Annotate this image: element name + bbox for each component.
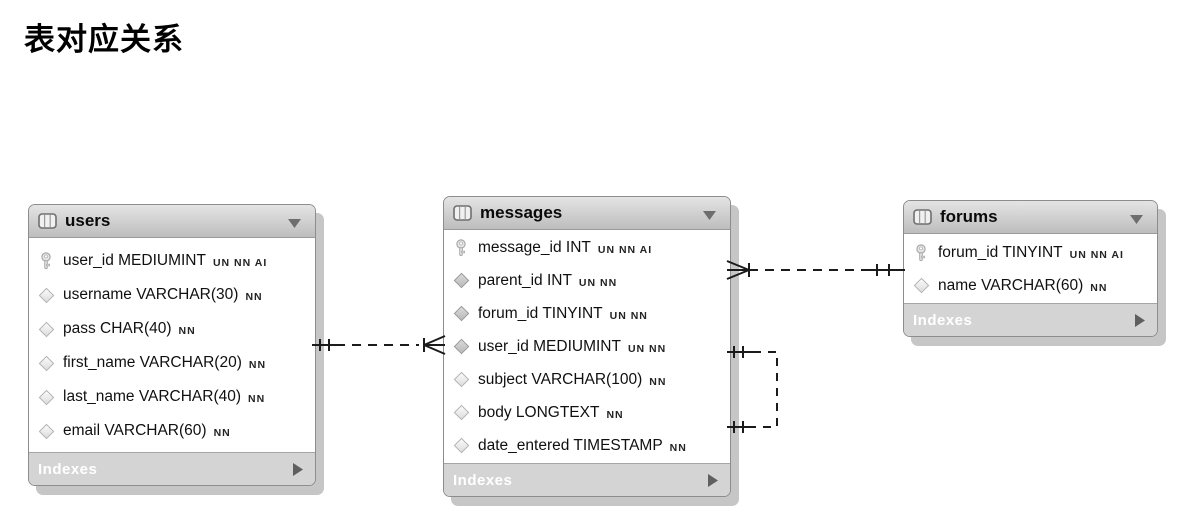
table-users-header: users [29, 205, 315, 238]
collapse-triangle-icon[interactable] [1130, 212, 1143, 230]
table-forums: forums forum_id TINYINT UN NN AI name VA… [903, 200, 1158, 337]
column-flags: NN [213, 427, 231, 439]
column-flags: NN [178, 325, 196, 337]
column-row: first_name VARCHAR(20) NN [29, 346, 315, 380]
primary-key-icon [452, 238, 470, 257]
column-flags: NN [1090, 281, 1108, 294]
foreign-key-diamond-icon [452, 338, 470, 355]
column-diamond-icon [452, 437, 470, 454]
table-messages: messages message_id INT UN NN AI parent_… [443, 196, 731, 497]
column-row: pass CHAR(40) NN [29, 312, 315, 346]
page-title: 表对应关系 [24, 22, 184, 57]
column-diamond-icon [37, 287, 55, 303]
indexes-label: Indexes [38, 460, 98, 478]
column-name: user_id MEDIUMINT [478, 337, 621, 355]
table-icon [453, 205, 472, 221]
relationship-messages-self [727, 346, 778, 433]
table-users: users user_id MEDIUMINT UN NN AI usernam… [28, 204, 316, 486]
column-row: body LONGTEXT NN [444, 396, 730, 429]
column-row: parent_id INT UN NN [444, 264, 730, 297]
column-flags: NN [669, 441, 687, 454]
column-row: user_id MEDIUMINT UN NN AI [29, 244, 315, 278]
column-name: body LONGTEXT [478, 403, 600, 421]
column-name: forum_id TINYINT [938, 243, 1063, 261]
column-name: first_name VARCHAR(20) [63, 354, 242, 371]
column-row: date_entered TIMESTAMP NN [444, 429, 730, 462]
column-name: forum_id TINYINT [478, 304, 603, 322]
column-name: message_id INT [478, 238, 591, 256]
indexes-label: Indexes [453, 471, 513, 489]
column-diamond-icon [37, 355, 55, 371]
column-flags: NN [606, 408, 624, 421]
relationship-users-messages [312, 335, 446, 355]
column-row: last_name VARCHAR(40) NN [29, 380, 315, 414]
column-diamond-icon [37, 423, 55, 439]
column-diamond-icon [452, 404, 470, 421]
column-flags: UN NN [627, 342, 667, 355]
primary-key-icon [37, 252, 55, 270]
indexes-section[interactable]: Indexes [29, 452, 315, 485]
column-flags: NN [248, 393, 266, 405]
column-diamond-icon [912, 277, 930, 294]
table-icon [913, 209, 932, 225]
column-name: subject VARCHAR(100) [478, 370, 643, 388]
column-flags: UN NN AI [212, 257, 268, 269]
indexes-expand-icon[interactable] [1135, 314, 1145, 332]
column-flags: NN [248, 359, 267, 371]
column-name: date_entered TIMESTAMP [478, 436, 663, 454]
column-row: user_id MEDIUMINT UN NN [444, 330, 730, 363]
column-row: message_id INT UN NN AI [444, 231, 730, 264]
column-name: email VARCHAR(60) [63, 422, 207, 439]
column-row: forum_id TINYINT UN NN [444, 297, 730, 330]
column-name: parent_id INT [478, 271, 572, 289]
column-row: forum_id TINYINT UN NN AI [904, 236, 1157, 269]
column-name: last_name VARCHAR(40) [63, 388, 242, 405]
table-title: forums [940, 207, 998, 226]
indexes-label: Indexes [913, 311, 973, 329]
collapse-triangle-icon[interactable] [703, 208, 716, 226]
table-forums-header: forums [904, 201, 1157, 234]
column-row: email VARCHAR(60) NN [29, 414, 315, 448]
column-row: subject VARCHAR(100) NN [444, 363, 730, 396]
column-name: name VARCHAR(60) [938, 276, 1084, 294]
indexes-section[interactable]: Indexes [904, 303, 1157, 336]
column-name: user_id MEDIUMINT [63, 252, 206, 269]
table-icon [38, 213, 57, 229]
indexes-section[interactable]: Indexes [444, 463, 730, 496]
table-title: messages [480, 203, 563, 222]
column-name: username VARCHAR(30) [63, 286, 239, 303]
column-diamond-icon [452, 371, 470, 388]
table-title: users [65, 211, 111, 230]
relationship-messages-forums [726, 260, 905, 280]
column-diamond-icon [37, 389, 55, 405]
column-name: pass CHAR(40) [63, 320, 172, 337]
indexes-expand-icon[interactable] [708, 474, 718, 492]
column-flags: UN NN AI [597, 243, 653, 256]
column-flags: NN [649, 375, 667, 388]
table-messages-header: messages [444, 197, 730, 230]
primary-key-icon [912, 243, 930, 262]
column-flags: UN NN [609, 309, 648, 322]
column-diamond-icon [37, 321, 55, 337]
foreign-key-diamond-icon [452, 305, 470, 322]
indexes-expand-icon[interactable] [293, 463, 303, 481]
foreign-key-diamond-icon [452, 272, 470, 289]
column-flags: UN NN [578, 276, 618, 289]
column-row: name VARCHAR(60) NN [904, 269, 1157, 302]
column-flags: UN NN AI [1069, 248, 1124, 261]
collapse-triangle-icon[interactable] [288, 216, 301, 234]
column-row: username VARCHAR(30) NN [29, 278, 315, 312]
column-flags: NN [245, 291, 263, 303]
